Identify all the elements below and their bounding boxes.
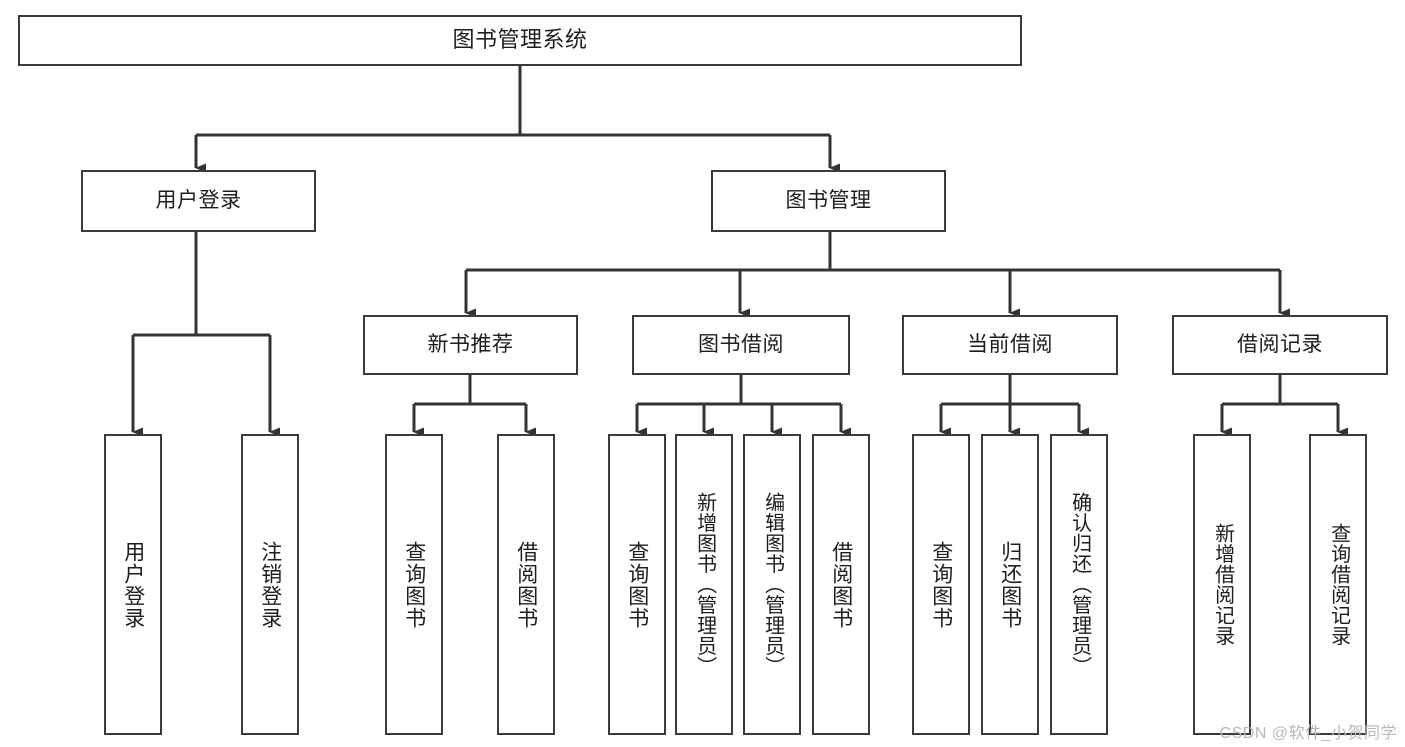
node-current-borrow[interactable]: 当前借阅 xyxy=(902,315,1118,375)
node-label: 图书借阅 xyxy=(698,333,784,357)
node-new-book-recommend[interactable]: 新书推荐 xyxy=(363,315,578,375)
leaf-query-book-borrow[interactable]: 查询图书 xyxy=(608,434,666,735)
leaf-logout[interactable]: 注销登录 xyxy=(241,434,299,735)
node-label: 图书管理系统 xyxy=(452,27,588,53)
node-label: 查询图书 xyxy=(929,540,953,629)
leaf-return-book[interactable]: 归还图书 xyxy=(981,434,1039,735)
leaf-add-borrow-record[interactable]: 新增借阅记录 xyxy=(1193,434,1251,735)
node-label: 用户登录 xyxy=(121,540,145,629)
leaf-query-book-current[interactable]: 查询图书 xyxy=(912,434,970,735)
node-label: 借阅记录 xyxy=(1237,333,1323,357)
node-label: 新增借阅记录 xyxy=(1211,523,1234,646)
node-label: 查询借阅记录 xyxy=(1327,523,1350,646)
leaf-borrow-book[interactable]: 借阅图书 xyxy=(812,434,870,735)
node-label: 确认归还（管理员） xyxy=(1068,492,1091,677)
node-user-login[interactable]: 用户登录 xyxy=(81,170,316,232)
node-label: 查询图书 xyxy=(402,540,426,629)
node-label: 新书推荐 xyxy=(427,333,514,357)
node-label: 新增图书（管理员） xyxy=(693,492,716,677)
leaf-query-borrow-record[interactable]: 查询借阅记录 xyxy=(1309,434,1367,735)
node-label: 查询图书 xyxy=(625,540,649,629)
leaf-query-book-recommend[interactable]: 查询图书 xyxy=(385,434,443,735)
node-root-book-management-system[interactable]: 图书管理系统 xyxy=(18,15,1022,66)
node-book-management[interactable]: 图书管理 xyxy=(711,170,946,232)
node-label: 图书管理 xyxy=(785,189,872,213)
node-label: 注销登录 xyxy=(258,540,282,629)
node-label: 借阅图书 xyxy=(829,540,853,629)
node-label: 归还图书 xyxy=(998,540,1022,629)
leaf-confirm-return-admin[interactable]: 确认归还（管理员） xyxy=(1050,434,1108,735)
leaf-user-login[interactable]: 用户登录 xyxy=(104,434,162,735)
node-label: 借阅图书 xyxy=(514,540,538,629)
node-borrow-record[interactable]: 借阅记录 xyxy=(1172,315,1388,375)
leaf-edit-book-admin[interactable]: 编辑图书（管理员） xyxy=(743,434,801,735)
node-label: 编辑图书（管理员） xyxy=(761,492,784,677)
node-label: 当前借阅 xyxy=(967,333,1053,357)
node-book-borrow[interactable]: 图书借阅 xyxy=(632,315,850,375)
leaf-borrow-book-recommend[interactable]: 借阅图书 xyxy=(497,434,555,735)
leaf-add-book-admin[interactable]: 新增图书（管理员） xyxy=(675,434,733,735)
node-label: 用户登录 xyxy=(155,189,242,213)
watermark: CSDN @软件_小贺同学 xyxy=(1219,725,1397,742)
